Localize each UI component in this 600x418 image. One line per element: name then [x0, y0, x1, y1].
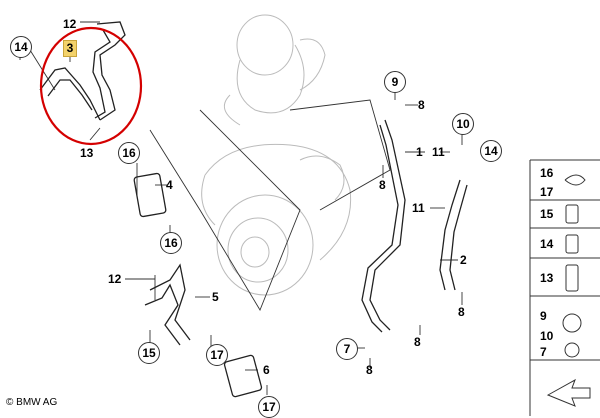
legend-item: 13 [540, 271, 554, 285]
callout-14: 14 [10, 36, 32, 58]
banjo-bolt-icon [565, 204, 579, 224]
callout-11: 11 [432, 145, 445, 159]
seal-ring-icon [564, 342, 580, 358]
callout-4: 4 [166, 178, 173, 192]
callout-2: 2 [460, 253, 467, 267]
hose-parts [39, 21, 468, 398]
callout-8: 8 [379, 178, 386, 192]
callout-8: 8 [458, 305, 465, 319]
copyright-text: © BMW AG [6, 397, 58, 408]
legend-item: 16 [540, 166, 554, 180]
callout-8: 8 [414, 335, 421, 349]
callout-11: 11 [412, 201, 425, 215]
callout-7: 7 [336, 338, 358, 360]
callout-9: 9 [384, 71, 406, 93]
callout-16: 16 [118, 142, 140, 164]
banjo-bolt-icon [565, 234, 579, 254]
callout-5: 5 [212, 290, 219, 304]
legend-item: 7 [540, 345, 547, 359]
legend-item: 15 [540, 207, 554, 221]
legend-item: 9 [540, 309, 547, 323]
legend-item: 17 [540, 185, 554, 199]
leader-lines [19, 21, 463, 395]
hose-clamp-icon [564, 174, 586, 186]
callout-17: 17 [258, 396, 280, 418]
callout-17: 17 [206, 344, 228, 366]
seal-ring-icon [562, 313, 582, 333]
callout-10: 10 [452, 113, 474, 135]
highlight-circle [39, 26, 143, 146]
callout-8: 8 [366, 363, 373, 377]
legend-item: 10 [540, 329, 554, 343]
callout-1: 1 [416, 145, 423, 159]
callout-6: 6 [263, 363, 270, 377]
turbocharger-drawing [201, 14, 352, 296]
callout-16: 16 [160, 232, 182, 254]
callout-15: 15 [138, 342, 160, 364]
callout-13: 13 [80, 146, 94, 160]
arrow-icon [546, 378, 591, 407]
banjo-bolt-icon [565, 264, 579, 292]
legend-item: 14 [540, 237, 554, 251]
callout-12: 12 [108, 272, 122, 286]
callout-14: 14 [480, 140, 502, 162]
callout-3-highlighted: 3 [63, 40, 77, 57]
callout-12: 12 [63, 17, 77, 31]
legend-panel [529, 159, 600, 416]
callout-8: 8 [418, 98, 425, 112]
